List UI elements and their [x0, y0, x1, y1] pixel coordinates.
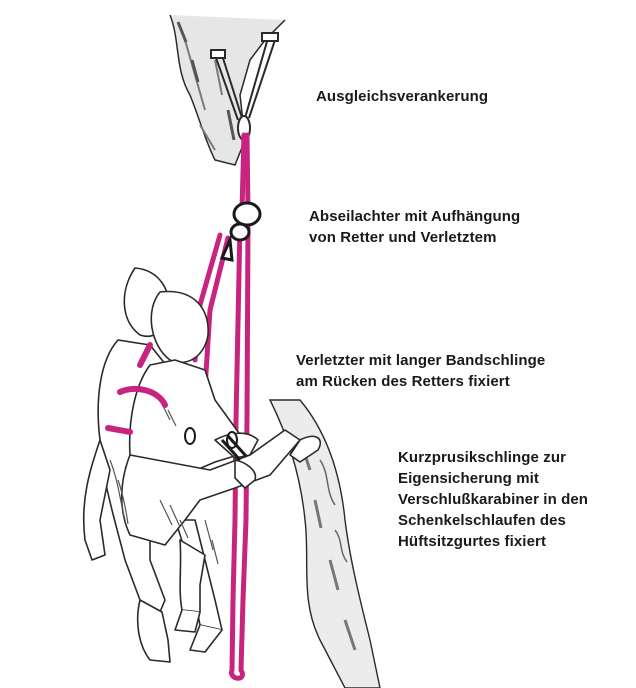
label-prusik-line: Schenkelschlaufen des [398, 510, 588, 531]
label-injured: Verletzter mit langer Bandschlinge am Rü… [296, 350, 545, 392]
label-descender-line: von Retter und Verletztem [309, 227, 520, 248]
label-anchor-line: Ausgleichsverankerung [316, 86, 488, 107]
label-anchor: Ausgleichsverankerung [316, 86, 488, 107]
label-prusik: Kurzprusikschlinge zur Eigensicherung mi… [398, 447, 588, 552]
label-descender: Abseilachter mit Aufhängung von Retter u… [309, 206, 520, 248]
label-prusik-line: Kurzprusikschlinge zur [398, 447, 588, 468]
label-prusik-line: Eigensicherung mit [398, 468, 588, 489]
label-injured-line: am Rücken des Retters fixiert [296, 371, 545, 392]
label-descender-line: Abseilachter mit Aufhängung [309, 206, 520, 227]
label-prusik-line: Verschlußkarabiner in den [398, 489, 588, 510]
label-prusik-line: Hüftsitzgurtes fixiert [398, 531, 588, 552]
label-injured-line: Verletzter mit langer Bandschlinge [296, 350, 545, 371]
